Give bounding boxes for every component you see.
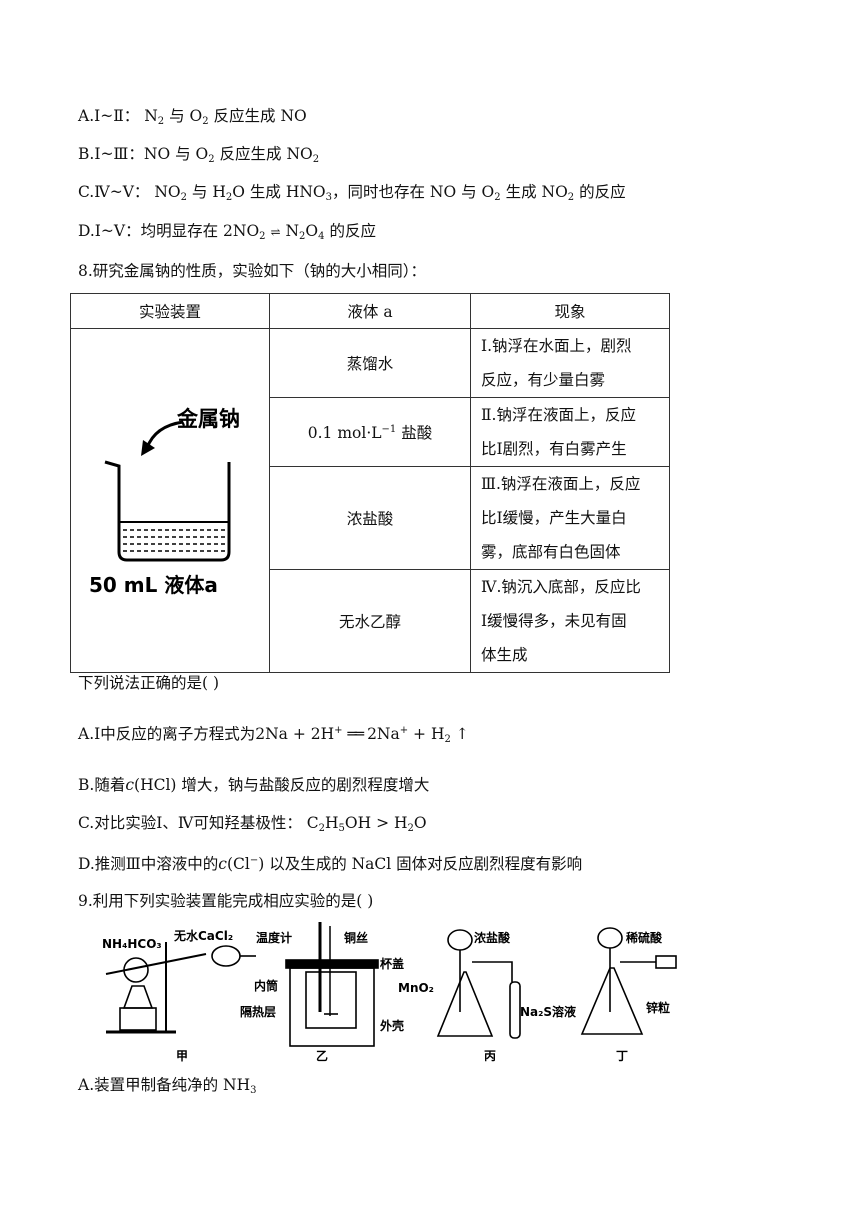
q8-question: 下列说法正确的是( ): [78, 674, 220, 692]
bing-caption: 丙: [484, 1049, 496, 1062]
beaker-sodium-figure: 金属钠 50 mL 液体a: [89, 407, 240, 597]
header-liquid: 液体 a: [269, 293, 471, 329]
q7-option-d: D.Ⅰ~Ⅴ：均明显存在 2NO2 ⇌ N2O4 的反应: [78, 222, 376, 242]
bing-solid-label: MnO₂: [398, 981, 434, 995]
q7-option-b: B.Ⅰ~Ⅲ：NO 与 O2 反应生成 NO2: [78, 145, 320, 165]
yi-inner-label: 内筒: [254, 978, 278, 993]
yi-wire-label: 铜丝: [344, 930, 368, 945]
apparatus-yi: [285, 922, 379, 1047]
yi-lid-label: 杯盖: [380, 956, 404, 971]
q9-option-a: A.装置甲制备纯净的 NH3: [78, 1076, 257, 1096]
table-header-row: 实验装置 液体 a 现象: [70, 293, 670, 329]
liquid-cell-4: 无水乙醇: [269, 569, 471, 673]
bing-sol-label: Na₂S溶液: [520, 1004, 576, 1019]
table-row: 金属钠 50 mL 液体a 蒸馏水 Ⅰ.钠浮在水面上，剧烈反应，有少量白雾: [70, 328, 670, 673]
experiment-table: 实验装置 液体 a 现象 金属钠 50 mL 液体a 蒸馏水 Ⅰ.: [70, 293, 670, 673]
phenomenon-cell-1: Ⅰ.钠浮在水面上，剧烈反应，有少量白雾: [470, 328, 670, 398]
q9-apparatus-figure: NH₄HCO₃ 无水CaCl₂ 甲 温度计 铜丝 杯盖 内筒 隔热层 外壳 乙 …: [102, 922, 677, 1062]
q9-stem: 9.利用下列实验装置能完成相应实验的是( ): [78, 892, 374, 910]
liquid-a-label: 50 mL 液体a: [89, 573, 218, 597]
jia-dryer-label: 无水CaCl₂: [173, 928, 233, 943]
header-phenomenon: 现象: [470, 293, 670, 329]
table-row: 0.1 mol·L−1 盐酸 Ⅱ.钠浮在液面上，反应比Ⅰ剧烈，有白雾产生: [71, 397, 670, 467]
phenomenon-cell-2: Ⅱ.钠浮在液面上，反应比Ⅰ剧烈，有白雾产生: [470, 397, 670, 467]
q7-option-a: A.Ⅰ~Ⅱ： N2 与 O2 反应生成 NO: [78, 107, 307, 127]
apparatus-ding: [580, 927, 677, 1035]
jia-caption: 甲: [176, 1049, 188, 1062]
liquid-cell-1: 蒸馏水: [269, 328, 471, 398]
q7-option-c: C.Ⅳ~Ⅴ： NO2 与 H2O 生成 HNO3，同时也存在 NO 与 O2 生…: [78, 183, 626, 203]
apparatus-figure: 金属钠 50 mL 液体a: [70, 328, 270, 673]
liquid-cell-3: 浓盐酸: [269, 466, 471, 570]
ding-caption: 丁: [616, 1049, 628, 1062]
table-row: 浓盐酸 Ⅲ.钠浮在液面上，反应比Ⅰ缓慢，产生大量白雾，底部有白色固体: [71, 466, 670, 570]
sodium-label: 金属钠: [176, 407, 240, 431]
q8-option-b: B.随着c(HCl) 增大，钠与盐酸反应的剧烈程度增大: [78, 776, 430, 794]
yi-shell-label: 外壳: [380, 1018, 404, 1033]
bing-acid-label: 浓盐酸: [474, 930, 511, 945]
q8-stem: 8.研究金属钠的性质，实验如下（钠的大小相同）：: [78, 262, 427, 280]
arrow-icon: [141, 439, 155, 456]
ding-acid-label: 稀硫酸: [626, 930, 663, 945]
apparatus-bing: [436, 929, 521, 1039]
jia-reagent-label: NH₄HCO₃: [102, 937, 162, 951]
q8-option-c: C.对比实验Ⅰ、Ⅳ可知羟基极性： C2H5OH > H2O: [78, 814, 427, 834]
yi-thermo-label: 温度计: [256, 930, 292, 945]
phenomenon-cell-3: Ⅲ.钠浮在液面上，反应比Ⅰ缓慢，产生大量白雾，底部有白色固体: [470, 466, 670, 570]
q8-option-a: A.Ⅰ中反应的离子方程式为2Na + 2H+ ══ 2Na+ + H2 ↑: [78, 725, 469, 745]
q8-option-d: D.推测Ⅲ中溶液中的c(Cl−) 以及生成的 NaCl 固体对反应剧烈程度有影响: [78, 855, 583, 873]
header-apparatus: 实验装置: [70, 293, 270, 329]
yi-insul-label: 隔热层: [240, 1004, 276, 1019]
liquid-cell-2: 0.1 mol·L−1 盐酸: [269, 397, 471, 467]
yi-caption: 乙: [316, 1049, 328, 1062]
ding-zinc-label: 锌粒: [646, 1000, 670, 1015]
apparatus-jia: [105, 942, 256, 1034]
